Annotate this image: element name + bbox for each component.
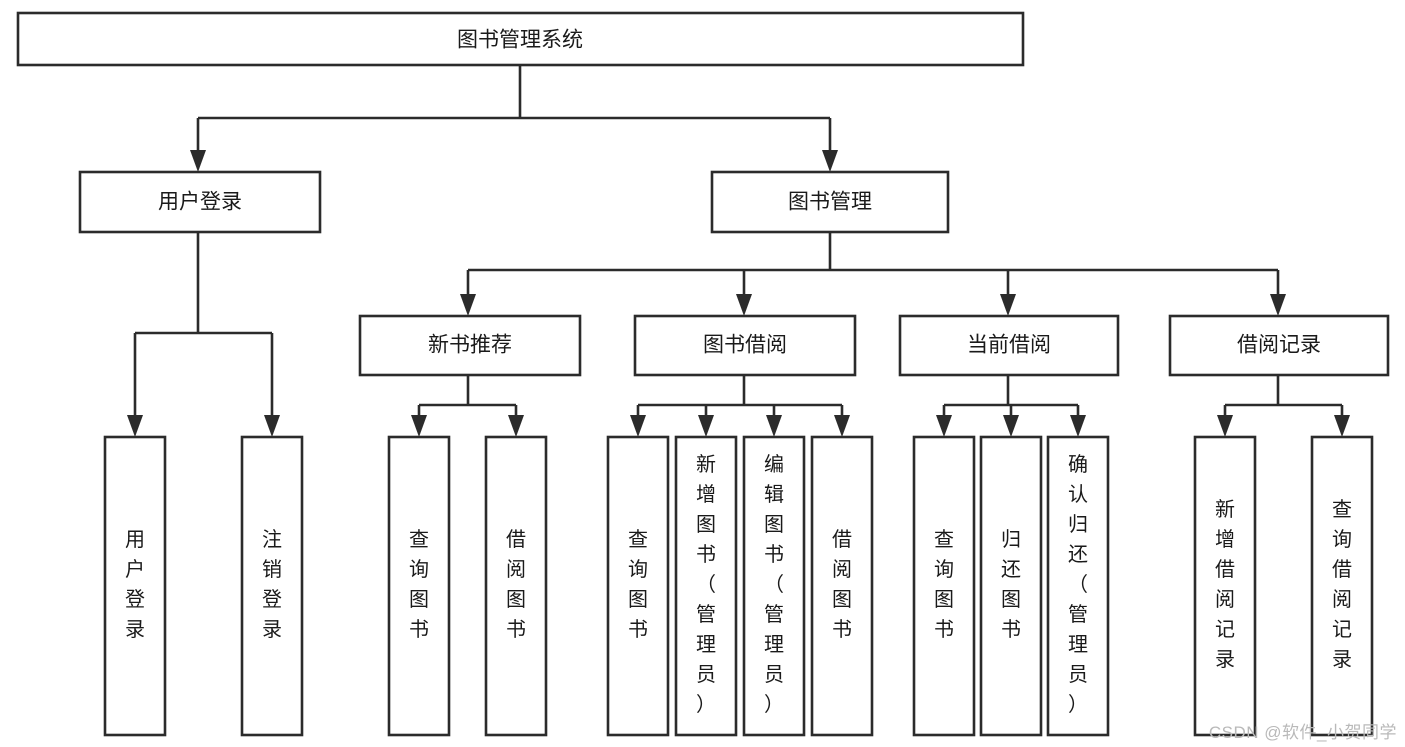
node-book-manage-box[interactable] — [710, 170, 950, 234]
node-book-borrow-box[interactable] — [633, 314, 857, 377]
node-leaf-query-book-2-label: 查询图书 — [628, 528, 648, 641]
node-book-manage-label: 图书管理 — [788, 191, 872, 214]
node-leaf-query-record[interactable]: 查询借阅记录 — [1310, 435, 1374, 737]
node-leaf-query-record-label: 查询借阅记录 — [1332, 498, 1352, 671]
csdn-watermark: CSDN @软件_小贺同学 — [1208, 723, 1397, 742]
node-new-book-recommend-box[interactable] — [358, 314, 582, 377]
node-leaf-add-record-label: 新增借阅记录 — [1215, 498, 1235, 671]
node-leaf-add-book[interactable]: 新增图书（管理员） — [674, 435, 738, 737]
node-leaf-borrow-book-1-box[interactable] — [484, 435, 548, 737]
node-leaf-query-book-1[interactable]: 查询图书 — [387, 435, 451, 737]
node-current-borrow-box[interactable] — [898, 314, 1120, 377]
node-leaf-add-record[interactable]: 新增借阅记录 — [1193, 435, 1257, 737]
node-leaf-borrow-book-1[interactable]: 借阅图书 — [484, 435, 548, 737]
node-leaf-add-book-label: 新增图书（管理员） — [696, 453, 716, 716]
arrow-head-leaf-query-book-2 — [630, 415, 646, 437]
node-book-borrow-label: 图书借阅 — [703, 334, 787, 357]
node-leaf-borrow-book-2[interactable]: 借阅图书 — [810, 435, 874, 737]
node-borrow-record-label: 借阅记录 — [1237, 334, 1321, 357]
arrow-head-leaf-borrow-book-2 — [834, 415, 850, 437]
arrow-head-leaf-query-book-1 — [411, 415, 427, 437]
node-new-book-recommend-label: 新书推荐 — [428, 334, 512, 357]
node-borrow-record[interactable]: 借阅记录 — [1168, 314, 1390, 377]
arrow-head-book-manage — [822, 150, 838, 172]
node-leaf-add-record-box[interactable] — [1193, 435, 1257, 737]
arrow-head-book-borrow — [736, 294, 752, 316]
arrow-head-current-borrow — [1000, 294, 1016, 316]
arrow-head-leaf-add-book — [698, 415, 714, 437]
arrow-head-leaf-return-book — [1003, 415, 1019, 437]
arrow-head-new-book-recommend — [460, 294, 476, 316]
node-book-manage[interactable]: 图书管理 — [710, 170, 950, 234]
node-leaf-query-record-box[interactable] — [1310, 435, 1374, 737]
arrow-head-leaf-user-logout — [264, 415, 280, 437]
node-leaf-return-book[interactable]: 归还图书 — [979, 435, 1043, 737]
arrow-head-leaf-edit-book — [766, 415, 782, 437]
arrow-head-leaf-query-record — [1334, 415, 1350, 437]
node-user-login-box[interactable] — [78, 170, 322, 234]
edge-layer — [127, 65, 1350, 437]
node-layer: 图书管理系统 用户登录 图书管理 新书推荐 图书借阅 当前 — [16, 11, 1390, 737]
node-leaf-query-book-3[interactable]: 查询图书 — [912, 435, 976, 737]
node-current-borrow-label: 当前借阅 — [967, 334, 1051, 357]
node-leaf-borrow-book-1-label: 借阅图书 — [506, 528, 526, 641]
node-leaf-user-login-label: 用户登录 — [125, 529, 145, 641]
node-borrow-record-box[interactable] — [1168, 314, 1390, 377]
node-leaf-user-logout-label: 注销登录 — [262, 528, 282, 641]
arrow-head-leaf-add-record — [1217, 415, 1233, 437]
node-leaf-return-book-label: 归还图书 — [1001, 528, 1021, 641]
node-leaf-edit-book-label: 编辑图书（管理员） — [764, 453, 784, 716]
node-leaf-edit-book-box[interactable] — [742, 435, 806, 737]
node-leaf-user-logout[interactable]: 注销登录 — [240, 435, 304, 737]
node-leaf-confirm-return[interactable]: 确认归还（管理员） — [1046, 435, 1110, 737]
node-leaf-user-logout-box[interactable] — [240, 435, 304, 737]
node-current-borrow[interactable]: 当前借阅 — [898, 314, 1120, 377]
node-book-borrow[interactable]: 图书借阅 — [633, 314, 857, 377]
node-leaf-edit-book[interactable]: 编辑图书（管理员） — [742, 435, 806, 737]
node-leaf-user-login[interactable]: 用户登录 — [103, 435, 167, 737]
node-leaf-confirm-return-box[interactable] — [1046, 435, 1110, 737]
arrow-head-borrow-record — [1270, 294, 1286, 316]
node-root-label: 图书管理系统 — [457, 29, 583, 52]
node-leaf-return-book-box[interactable] — [979, 435, 1043, 737]
node-leaf-user-login-box[interactable] — [103, 435, 167, 737]
node-user-login[interactable]: 用户登录 — [78, 170, 322, 234]
node-leaf-query-book-3-box[interactable] — [912, 435, 976, 737]
node-leaf-borrow-book-2-box[interactable] — [810, 435, 874, 737]
node-leaf-query-book-1-box[interactable] — [387, 435, 451, 737]
node-leaf-confirm-return-label: 确认归还（管理员） — [1068, 453, 1088, 716]
node-root-box[interactable] — [16, 11, 1025, 67]
arrow-head-user-login — [190, 150, 206, 172]
node-user-login-label: 用户登录 — [158, 191, 242, 214]
node-leaf-query-book-3-label: 查询图书 — [934, 528, 954, 641]
node-leaf-query-book-2[interactable]: 查询图书 — [606, 435, 670, 737]
arrow-head-leaf-confirm-return — [1070, 415, 1086, 437]
node-leaf-add-book-box[interactable] — [674, 435, 738, 737]
arrow-head-leaf-query-book-3 — [936, 415, 952, 437]
node-new-book-recommend[interactable]: 新书推荐 — [358, 314, 582, 377]
node-leaf-borrow-book-2-label: 借阅图书 — [832, 528, 852, 641]
arrow-head-leaf-borrow-book-1 — [508, 415, 524, 437]
node-leaf-query-book-1-label: 查询图书 — [409, 528, 429, 641]
node-root[interactable]: 图书管理系统 — [16, 11, 1025, 67]
arrow-head-leaf-user-login — [127, 415, 143, 437]
node-leaf-query-book-2-box[interactable] — [606, 435, 670, 737]
